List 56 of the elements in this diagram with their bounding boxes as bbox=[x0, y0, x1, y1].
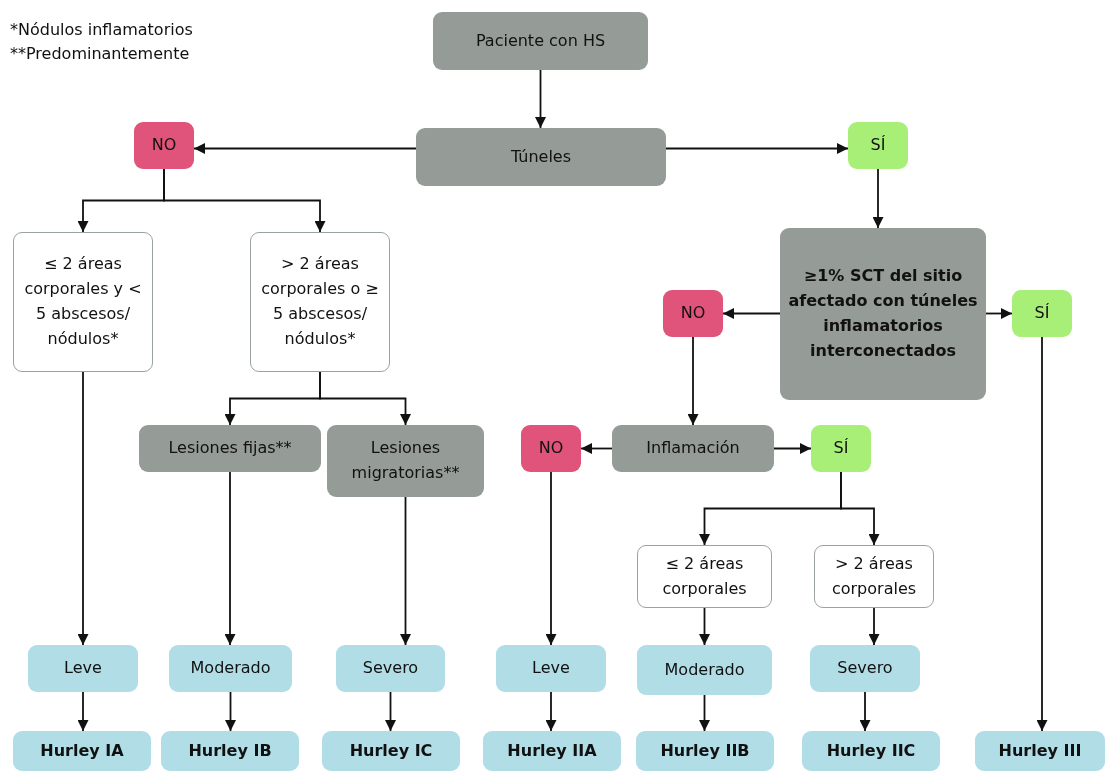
arrow bbox=[225, 691, 236, 732]
arrow bbox=[859, 691, 871, 732]
criterion-box: > 2 áreas corporales o ≥ 5 abscesos/ nódulos* bbox=[250, 232, 390, 372]
arrow bbox=[773, 443, 812, 454]
arrow bbox=[319, 371, 411, 426]
criterion-box: > 2 áreas corporales bbox=[814, 545, 934, 608]
process-box: Túneles bbox=[416, 128, 666, 186]
yes-box: SÍ bbox=[848, 122, 908, 169]
arrow bbox=[77, 371, 89, 646]
no-box: NO bbox=[663, 290, 723, 337]
arrow bbox=[722, 308, 781, 319]
yes-box: SÍ bbox=[1012, 290, 1072, 337]
arrow bbox=[840, 471, 880, 546]
arrow bbox=[985, 308, 1013, 319]
stage-box: Hurley IIB bbox=[636, 731, 774, 771]
severity-box: Leve bbox=[28, 645, 138, 692]
arrow bbox=[872, 168, 884, 229]
arrow bbox=[224, 471, 236, 646]
no-box: NO bbox=[521, 425, 581, 472]
arrow bbox=[385, 691, 396, 732]
footnote: *Nódulos inflamatorios bbox=[10, 20, 193, 39]
arrow bbox=[687, 336, 699, 426]
arrow bbox=[77, 691, 89, 732]
severity-box: Leve bbox=[496, 645, 606, 692]
stage-box: Hurley III bbox=[975, 731, 1105, 771]
severity-box: Moderado bbox=[169, 645, 292, 692]
severity-box: Severo bbox=[810, 645, 920, 692]
arrow bbox=[545, 471, 557, 646]
stage-box: Hurley IA bbox=[13, 731, 151, 771]
footnote: **Predominantemente bbox=[10, 44, 190, 63]
arrow bbox=[1036, 336, 1048, 732]
arrow bbox=[545, 691, 557, 732]
criterion-box: ≤ 2 áreas corporales bbox=[637, 545, 772, 608]
arrow bbox=[699, 694, 710, 732]
arrow bbox=[193, 143, 417, 154]
arrow bbox=[400, 496, 411, 646]
severity-box: Severo bbox=[336, 645, 445, 692]
arrow bbox=[580, 443, 613, 454]
arrow bbox=[535, 69, 546, 129]
severity-box: Moderado bbox=[637, 645, 772, 695]
criterion-box: ≤ 2 áreas corporales y < 5 abscesos/ nódulos* bbox=[13, 232, 153, 372]
stage-box: Hurley IIC bbox=[802, 731, 940, 771]
process-box: Lesiones migratorias** bbox=[327, 425, 484, 497]
arrow bbox=[163, 168, 326, 233]
arrow bbox=[868, 607, 880, 646]
arrow bbox=[665, 143, 849, 154]
decision-box: ≥1% SCT del sitio afectado con túneles inflamatorios interconectados bbox=[780, 228, 986, 400]
process-box: Paciente con HS bbox=[433, 12, 648, 70]
no-box: NO bbox=[134, 122, 194, 169]
process-box: Inflamación bbox=[612, 425, 774, 472]
stage-box: Hurley IB bbox=[161, 731, 299, 771]
stage-box: Hurley IIA bbox=[483, 731, 621, 771]
arrow bbox=[699, 607, 710, 646]
process-box: Lesiones fijas** bbox=[139, 425, 321, 472]
yes-box: SÍ bbox=[811, 425, 871, 472]
stage-box: Hurley IC bbox=[322, 731, 460, 771]
